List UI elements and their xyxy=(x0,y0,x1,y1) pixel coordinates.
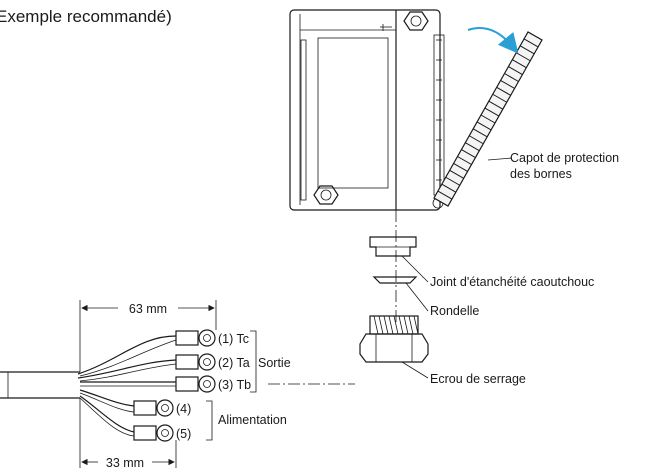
terminal-label: (5) xyxy=(176,427,191,441)
dimension-33-label: 33 mm xyxy=(106,456,144,470)
cable xyxy=(0,335,177,437)
output-bracket xyxy=(250,330,257,393)
terminal-label: (2) Ta xyxy=(218,356,250,370)
nut-leader xyxy=(401,361,429,379)
cover-rib xyxy=(472,128,488,138)
dimension-63 xyxy=(79,300,217,372)
cover-rib xyxy=(469,135,484,145)
cover-rib xyxy=(508,66,523,76)
tightening-nut xyxy=(359,315,429,363)
washer xyxy=(372,276,418,284)
terminal-cover xyxy=(433,31,543,207)
rotation-arrow-icon xyxy=(467,27,519,54)
cover-rib xyxy=(484,107,500,117)
terminal-label: (1) Tc xyxy=(218,332,249,346)
output-label: Sortie xyxy=(258,356,291,370)
nut-thread xyxy=(388,315,394,335)
power-label: Alimentation xyxy=(218,413,287,427)
nut-thread xyxy=(403,315,409,335)
gasket-leader xyxy=(401,255,429,283)
cover-rib xyxy=(476,121,492,131)
terminal-label: (3) Tb xyxy=(218,378,251,392)
cover-rib xyxy=(445,176,460,186)
nut-thread xyxy=(408,315,414,335)
cover-label-line2: des bornes xyxy=(510,167,572,181)
cover-rib xyxy=(519,45,535,55)
nut-thread xyxy=(398,315,404,335)
cover-rib xyxy=(465,142,480,152)
cover-rib xyxy=(461,149,476,159)
device-housing xyxy=(289,9,445,211)
nut-thread xyxy=(378,315,384,335)
cover-rib xyxy=(492,93,507,103)
cover-rib xyxy=(449,169,464,179)
hex-bolt-icon xyxy=(403,11,429,31)
nut-thread xyxy=(393,315,399,335)
cover-rib xyxy=(441,183,457,193)
rubber-gasket xyxy=(369,236,417,257)
nut-thread xyxy=(413,315,419,335)
cover-rib xyxy=(504,73,519,82)
cover-rib xyxy=(516,52,531,62)
dimension-63-label: 63 mm xyxy=(129,302,167,316)
power-bracket xyxy=(206,400,213,441)
cover-rib xyxy=(437,190,453,200)
ring-terminals xyxy=(133,329,216,442)
cover-rib xyxy=(488,100,504,110)
cover-rib xyxy=(453,162,468,172)
gasket-label: Joint d'étanchéité caoutchouc xyxy=(430,275,594,289)
hex-bolt-icon xyxy=(313,185,339,205)
washer-leader xyxy=(405,282,429,312)
cover-rib xyxy=(480,114,496,124)
cover-rib xyxy=(496,86,511,96)
nut-label: Ecrou de serrage xyxy=(430,372,526,386)
nut-thread xyxy=(373,315,379,335)
cover-rib xyxy=(523,38,539,48)
terminal-label: (4) xyxy=(176,402,191,416)
cover-rib xyxy=(512,59,527,69)
nut-thread xyxy=(383,315,389,335)
dimension-33 xyxy=(79,398,177,468)
washer-label: Rondelle xyxy=(430,304,479,318)
cover-label-line1: Capot de protection xyxy=(510,151,619,165)
cover-leader xyxy=(487,157,513,161)
cover-rib xyxy=(457,156,472,165)
diagram-title: Exemple recommandé) xyxy=(0,7,172,26)
cover-rib xyxy=(500,79,515,89)
